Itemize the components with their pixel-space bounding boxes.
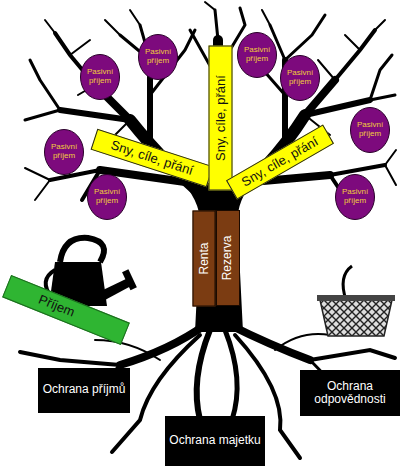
- node-label: Pasivní příjem: [44, 143, 84, 161]
- node-label: Pasivní příjem: [237, 46, 277, 64]
- fruit-oval: Pasivní příjem: [237, 32, 277, 78]
- protection-box: Ochrana příjmů: [38, 368, 130, 413]
- basket-rim: [317, 295, 395, 301]
- node-label: Pasivní příjem: [350, 121, 390, 139]
- node-label: Ochrana odpovědnosti: [300, 380, 400, 406]
- node-label: Renta: [197, 242, 210, 274]
- node-label: Pasivní příjem: [80, 68, 120, 86]
- trunk-box: Renta: [193, 210, 216, 306]
- fruit-oval: Pasivní příjem: [280, 55, 320, 101]
- basket-handle: [343, 266, 352, 300]
- fruit-oval: Pasivní příjem: [44, 129, 84, 175]
- oval-shape: [281, 56, 320, 101]
- oval-shape: [139, 35, 178, 80]
- root: [20, 352, 120, 365]
- root: [310, 350, 395, 360]
- branch: [385, 150, 396, 185]
- branch: [335, 30, 375, 80]
- branch: [25, 168, 50, 200]
- node-label: Pasivní příjem: [335, 188, 375, 206]
- node-label: Rezerva: [221, 236, 234, 281]
- branches: [25, 2, 396, 205]
- can-handle: [60, 238, 104, 262]
- protection-box: Ochrana majetku: [165, 416, 265, 466]
- fruit-oval: Pasivní příjem: [80, 54, 120, 100]
- oval-shape: [45, 130, 84, 175]
- fruit-oval: Pasivní příjem: [138, 34, 178, 80]
- fruit-oval: Pasivní příjem: [350, 107, 390, 153]
- oval-shape: [238, 33, 277, 78]
- trunk-box: Rezerva: [216, 210, 240, 306]
- node-label: Pasivní příjem: [280, 69, 320, 87]
- node-label: Ochrana majetku: [165, 434, 264, 447]
- branch: [60, 110, 130, 120]
- branch: [120, 25, 195, 95]
- fruit-oval: Pasivní příjem: [335, 174, 375, 220]
- basket-body: [320, 300, 392, 336]
- node-label: Pasivní příjem: [138, 48, 178, 66]
- root: [275, 334, 330, 350]
- root: [95, 340, 160, 360]
- oval-shape: [336, 175, 375, 220]
- branch: [25, 60, 60, 120]
- branch: [370, 55, 395, 100]
- dream-band: Sny, cíle, přání: [226, 124, 334, 199]
- oval-shape: [88, 175, 127, 220]
- oval-shape: [81, 55, 120, 100]
- twig: [45, 10, 140, 140]
- node-label: Ochrana příjmů: [39, 383, 130, 396]
- fruit-oval: Pasivní příjem: [87, 174, 127, 220]
- basket: [317, 266, 395, 336]
- protection-box: Ochrana odpovědnosti: [300, 370, 400, 416]
- node-label: Pasivní příjem: [87, 188, 127, 206]
- can-rose: [122, 269, 137, 290]
- dream-band: Sny, cíle, přání: [208, 46, 232, 191]
- node-label: Sny, cíle, přání: [213, 75, 227, 161]
- root: [120, 325, 205, 365]
- oval-shape: [351, 108, 390, 153]
